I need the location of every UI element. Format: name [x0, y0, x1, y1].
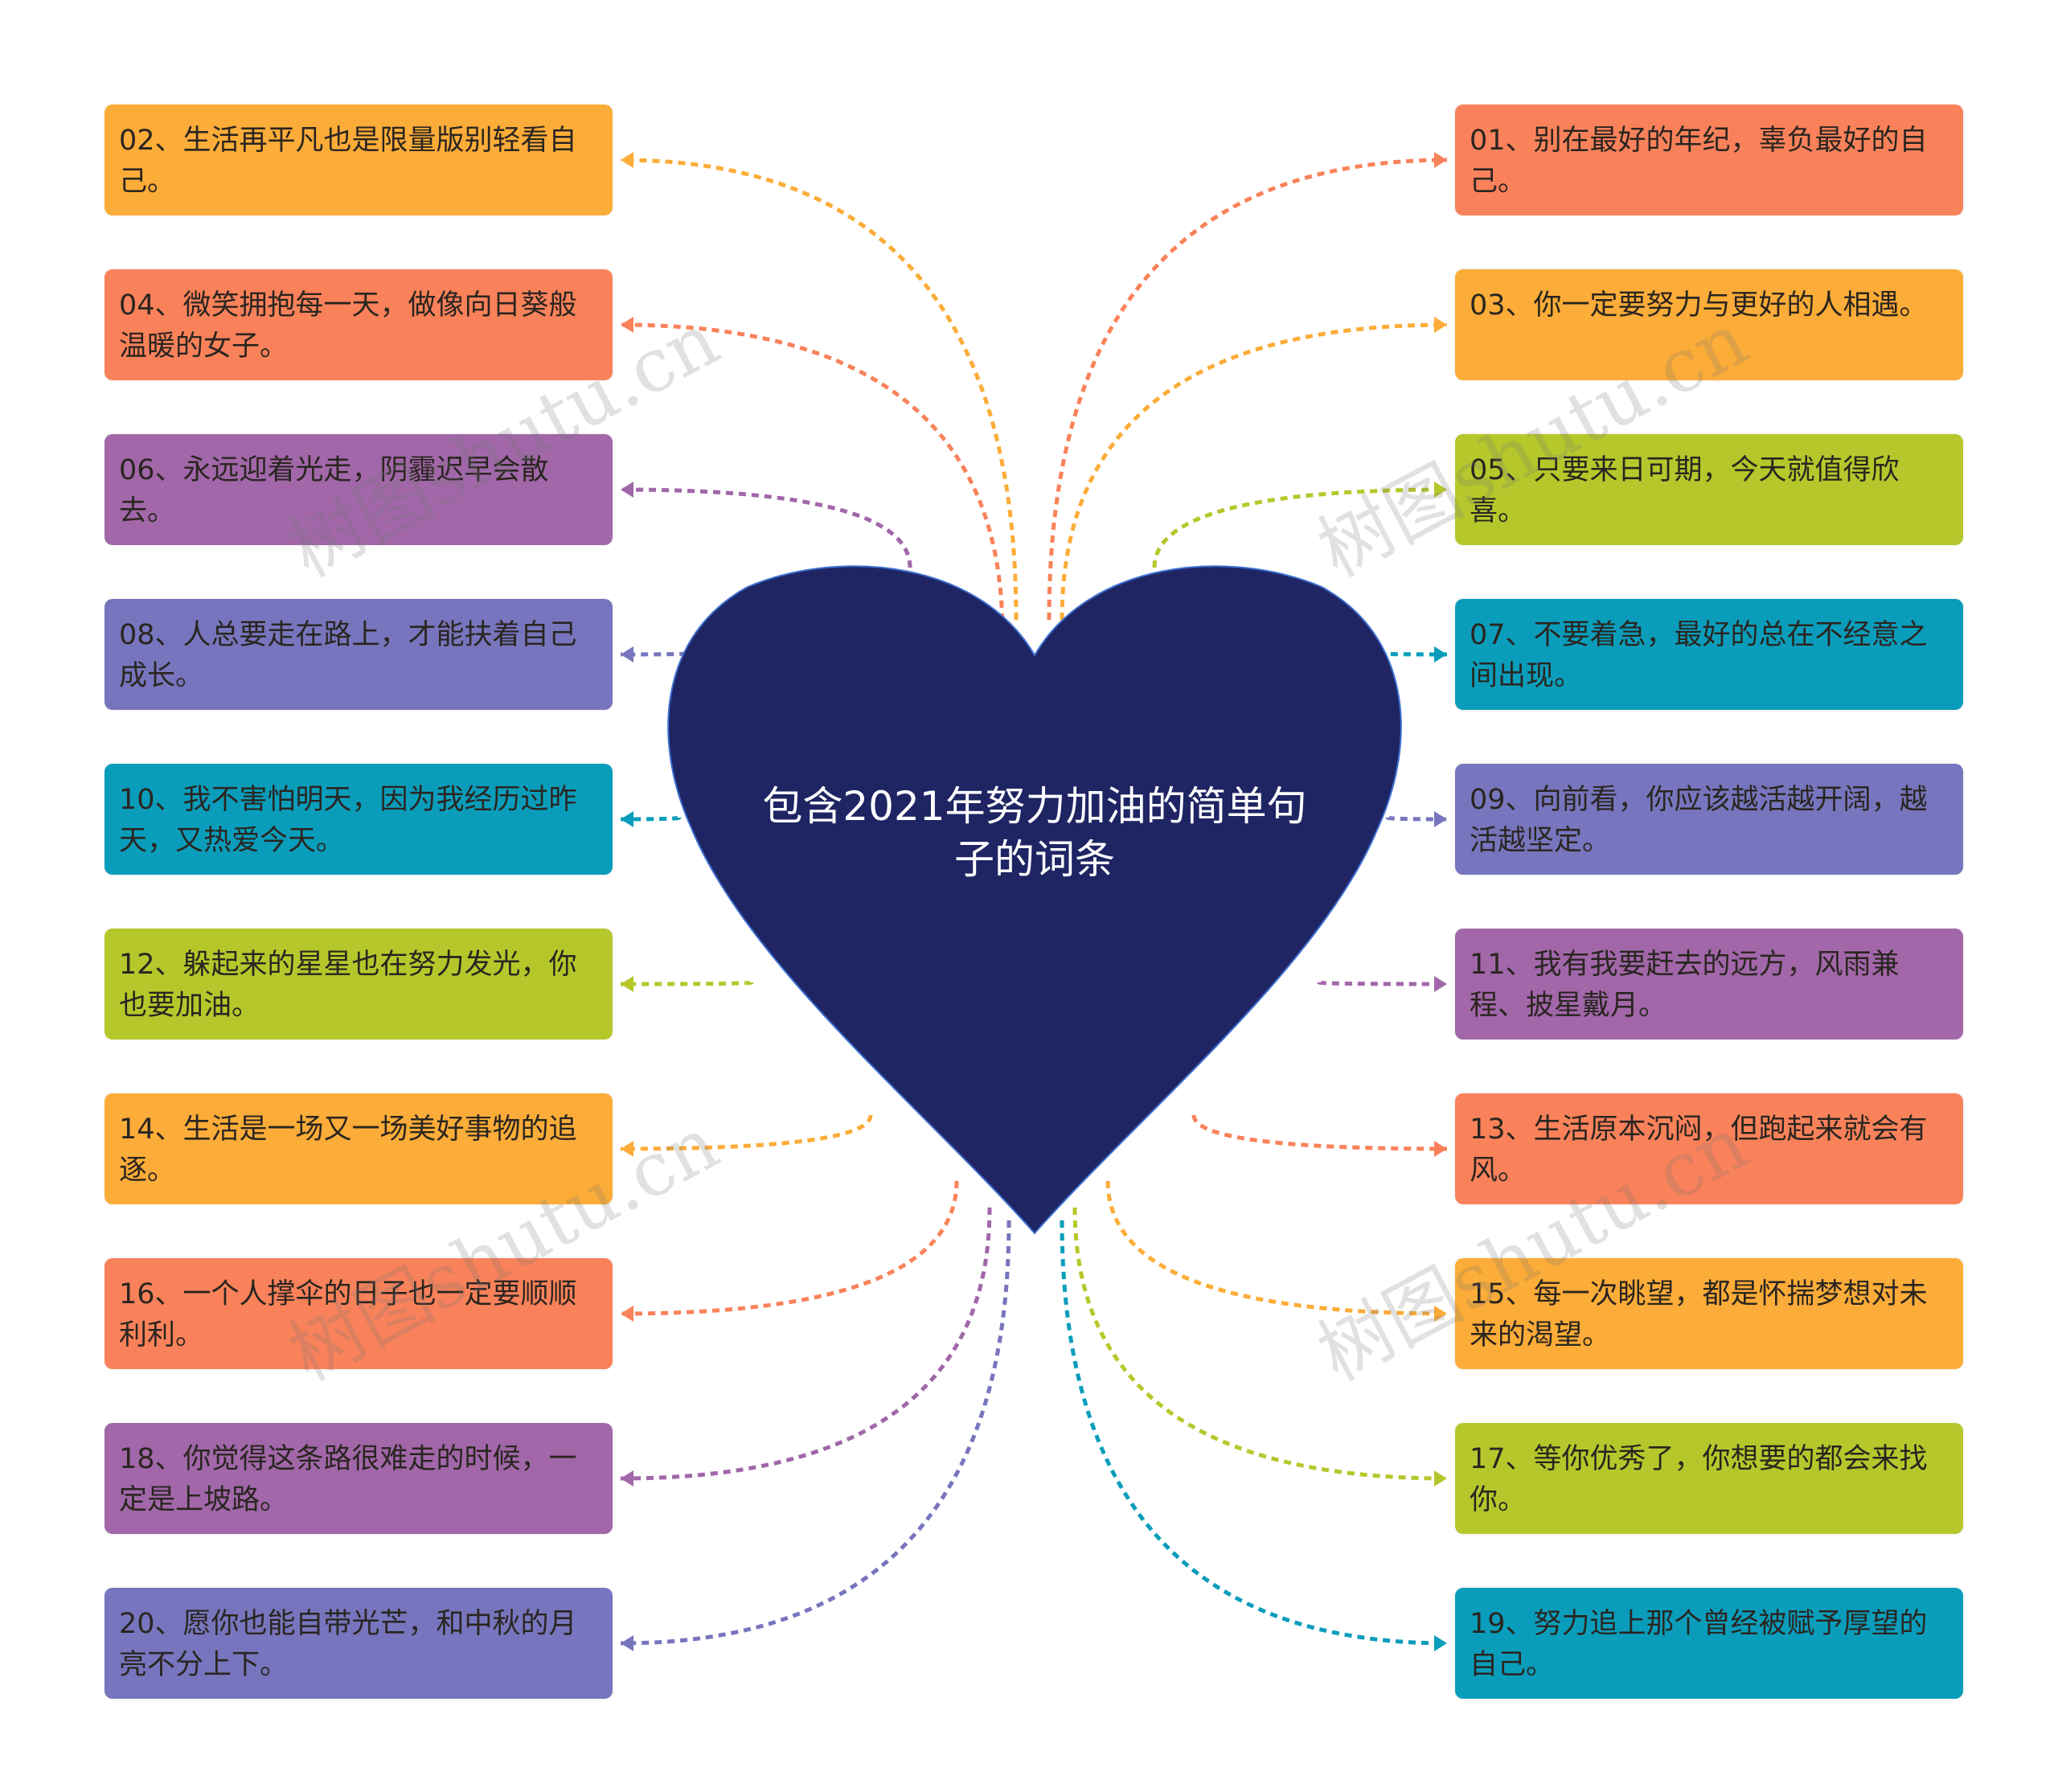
- topic-node[interactable]: 08、人总要走在路上，才能扶着自己成长。: [105, 599, 613, 710]
- topic-node[interactable]: 18、你觉得这条路很难走的时候，一定是上坡路。: [105, 1423, 613, 1534]
- connector-line: [1072, 1207, 1448, 1481]
- central-topic-title[interactable]: 包含2021年努力加油的简单句子的词条: [762, 783, 1307, 883]
- topic-node[interactable]: 04、微笑拥抱每一天，做像向日葵般温暖的女子。: [105, 269, 613, 380]
- central-heart-shape[interactable]: [667, 565, 1402, 1235]
- topic-node-text: 13、生活原本沉闷，但跑起来就会有风。: [1470, 1113, 1928, 1187]
- topic-node[interactable]: 16、一个人撑伞的日子也一定要顺顺利利。: [105, 1258, 613, 1369]
- topic-node[interactable]: 15、每一次眺望，都是怀揣梦想对未来的渴望。: [1455, 1258, 1963, 1369]
- topic-node[interactable]: 05、只要来日可期，今天就值得欣喜。: [1455, 434, 1963, 545]
- topic-node-text: 20、愿你也能自带光芒，和中秋的月亮不分上下。: [119, 1608, 577, 1681]
- topic-node-text: 01、别在最好的年纪，辜负最好的自己。: [1470, 125, 1928, 198]
- arrowhead-icon: [1434, 1470, 1447, 1486]
- topic-node[interactable]: 14、生活是一场又一场美好事物的追逐。: [105, 1093, 613, 1204]
- topic-node-text: 06、永远迎着光走，阴霾迟早会散去。: [119, 454, 549, 527]
- topic-node[interactable]: 12、躲起来的星星也在努力发光，你也要加油。: [105, 929, 613, 1040]
- connector-line: [620, 158, 1019, 621]
- topic-node-text: 10、我不害怕明天，因为我经历过昨天，又热爱今天。: [119, 784, 577, 857]
- topic-node-text: 16、一个人撑伞的日子也一定要顺顺利利。: [119, 1278, 577, 1351]
- topic-node[interactable]: 19、努力追上那个曾经被赋予厚望的自己。: [1455, 1588, 1963, 1699]
- connector-line: [1060, 1220, 1448, 1646]
- connector-line: [620, 322, 1005, 634]
- topic-node-text: 18、你觉得这条路很难走的时候，一定是上坡路。: [119, 1443, 577, 1516]
- topic-node-text: 12、躲起来的星星也在努力发光，你也要加油。: [119, 949, 577, 1022]
- topic-node-text: 09、向前看，你应该越活越开阔，越活越坚定。: [1470, 784, 1928, 857]
- connector-line: [620, 980, 754, 986]
- connector-line: [620, 487, 912, 568]
- arrowhead-icon: [1434, 317, 1447, 333]
- topic-node[interactable]: 07、不要着急，最好的总在不经意之间出现。: [1455, 599, 1963, 710]
- arrowhead-icon: [621, 482, 633, 498]
- topic-node-text: 03、你一定要努力与更好的人相遇。: [1470, 289, 1928, 322]
- topic-node[interactable]: 09、向前看，你应该越活越开阔，越活越坚定。: [1455, 764, 1963, 875]
- topic-node[interactable]: 17、等你优秀了，你想要的都会来找你。: [1455, 1423, 1963, 1534]
- topic-node[interactable]: 02、生活再平凡也是限量版别轻看自己。: [105, 105, 613, 215]
- topic-node-text: 08、人总要走在路上，才能扶着自己成长。: [119, 619, 577, 692]
- topic-node[interactable]: 03、你一定要努力与更好的人相遇。: [1455, 269, 1963, 380]
- arrowhead-icon: [621, 1635, 633, 1651]
- arrowhead-icon: [1434, 811, 1447, 827]
- connector-line: [1152, 487, 1448, 568]
- topic-node[interactable]: 20、愿你也能自带光芒，和中秋的月亮不分上下。: [105, 1588, 613, 1699]
- arrowhead-icon: [621, 152, 633, 168]
- topic-node-text: 19、努力追上那个曾经被赋予厚望的自己。: [1470, 1608, 1928, 1681]
- connector-line: [620, 815, 682, 822]
- arrowhead-icon: [1434, 1306, 1447, 1322]
- connector-line: [1047, 158, 1448, 621]
- arrowhead-icon: [1434, 1141, 1447, 1157]
- topic-node-text: 05、只要来日可期，今天就值得欣喜。: [1470, 454, 1900, 527]
- topic-node[interactable]: 06、永远迎着光走，阴霾迟早会散去。: [105, 434, 613, 545]
- arrowhead-icon: [621, 1470, 633, 1486]
- topic-node-text: 02、生活再平凡也是限量版别轻看自己。: [119, 125, 577, 198]
- topic-node-text: 04、微笑拥抱每一天，做像向日葵般温暖的女子。: [119, 289, 577, 363]
- connector-line: [620, 1114, 873, 1151]
- arrowhead-icon: [1434, 152, 1447, 168]
- topic-node-text: 07、不要着急，最好的总在不经意之间出现。: [1470, 619, 1928, 692]
- topic-node[interactable]: 11、我有我要赶去的远方，风雨兼程、披星戴月。: [1455, 929, 1963, 1040]
- topic-node-text: 17、等你优秀了，你想要的都会来找你。: [1470, 1443, 1928, 1516]
- connector-line: [1105, 1180, 1448, 1316]
- topic-node[interactable]: 10、我不害怕明天，因为我经历过昨天，又热爱今天。: [105, 764, 613, 875]
- connector-line: [620, 1220, 1011, 1646]
- topic-node-text: 14、生活是一场又一场美好事物的追逐。: [119, 1113, 577, 1187]
- topic-node[interactable]: 01、别在最好的年纪，辜负最好的自己。: [1455, 105, 1963, 215]
- connector-line: [1317, 980, 1448, 986]
- connector-line: [1191, 1114, 1448, 1151]
- arrowhead-icon: [1434, 646, 1447, 662]
- arrowhead-icon: [621, 317, 633, 333]
- arrowhead-icon: [621, 646, 633, 662]
- connector-line: [620, 1180, 959, 1316]
- arrowhead-icon: [1434, 1635, 1447, 1651]
- arrowhead-icon: [621, 976, 633, 992]
- connector-line: [1385, 815, 1448, 822]
- arrowhead-icon: [1434, 482, 1447, 498]
- arrowhead-icon: [621, 811, 633, 827]
- arrowhead-icon: [1434, 976, 1447, 992]
- topic-node-text: 11、我有我要赶去的远方，风雨兼程、披星戴月。: [1470, 949, 1900, 1022]
- arrowhead-icon: [621, 1141, 633, 1157]
- topic-node[interactable]: 13、生活原本沉闷，但跑起来就会有风。: [1455, 1093, 1963, 1204]
- connector-line: [620, 1207, 992, 1481]
- connector-line: [1060, 322, 1448, 621]
- arrowhead-icon: [621, 1306, 633, 1322]
- topic-node-text: 15、每一次眺望，都是怀揣梦想对未来的渴望。: [1470, 1278, 1928, 1351]
